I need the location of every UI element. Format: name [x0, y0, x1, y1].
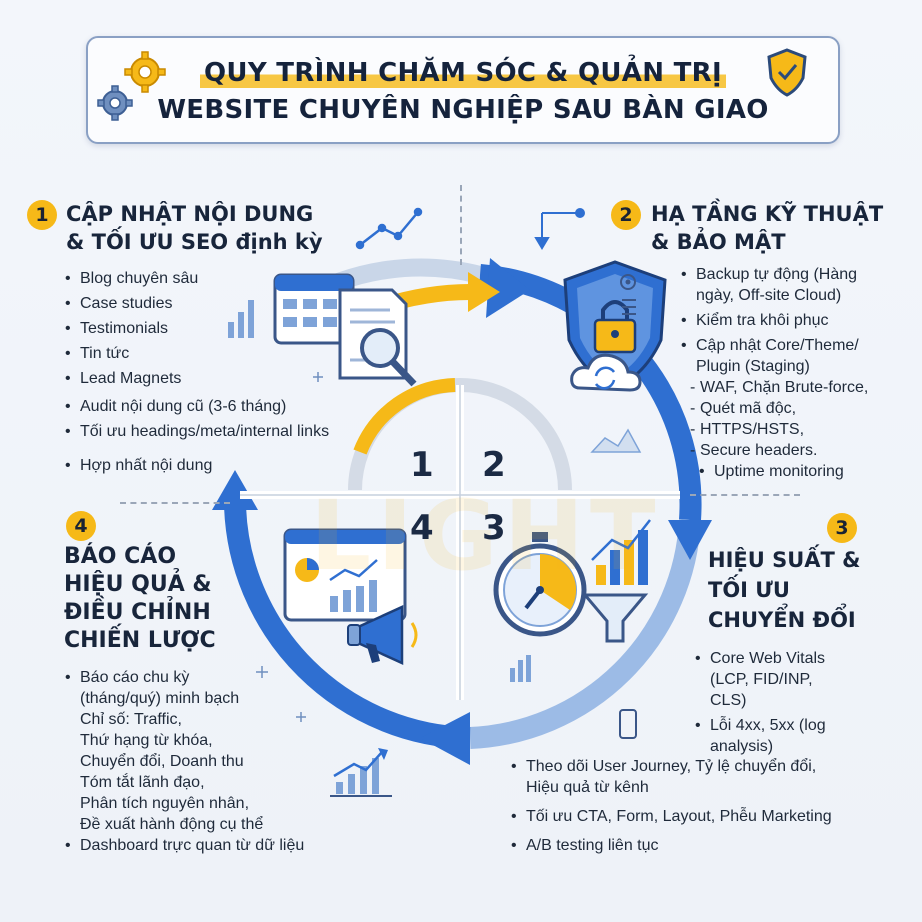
bar-icon [510, 655, 531, 682]
funnel-icon [581, 593, 649, 643]
area-icon [590, 428, 642, 453]
divider [120, 502, 230, 504]
title-line-1: QUY TRÌNH CHĂM SÓC & QUẢN TRỊ [200, 58, 726, 88]
section-1-list: Blog chuyên sâu Case studies Testimonial… [62, 266, 329, 478]
list-item: Plugin (Staging) [696, 358, 810, 375]
list-item: HTTPS/HSTS, [678, 419, 913, 440]
quadrant-number-2: 2 [482, 445, 506, 485]
list-item: Uptime monitoring [696, 461, 913, 482]
connector-icon [534, 208, 585, 250]
list-item: Secure headers. [678, 440, 913, 461]
list-item: Lead Magnets [62, 366, 329, 391]
title-line-2: WEBSITE CHUYÊN NGHIỆP SAU BÀN GIAO [157, 95, 769, 125]
list-item: Backup tự động (Hàng [678, 264, 913, 285]
trend-icon [355, 207, 423, 250]
bar-chart-icon [591, 519, 651, 585]
dashboard-icon [283, 528, 407, 622]
list-item: Phân tích nguyên nhân, [80, 795, 250, 812]
gear-icon [620, 274, 636, 290]
watermark: LIGHT [310, 480, 662, 592]
arrow-head-down [668, 520, 712, 560]
list-item: (tháng/quý) minh bạch [80, 690, 240, 707]
phone-icon [619, 709, 637, 739]
list-item: Kiểm tra khôi phục [678, 310, 913, 331]
list-item: Testimonials [62, 316, 329, 341]
list-item: Hiệu quả từ kênh [526, 779, 649, 796]
quadrant-number-1: 1 [410, 445, 434, 485]
list-item: Dashboard trực quan từ dữ liệu [62, 835, 362, 856]
section-1-heading: CẬP NHẬT NỘI DUNG & TỐI ƯU SEO định kỳ [66, 202, 323, 254]
list-item: Blog chuyên sâu [62, 266, 329, 291]
list-item: Quét mã độc, [678, 398, 913, 419]
list-item: Audit nội dung cũ (3-6 tháng) [62, 394, 329, 419]
list-item: Báo cáo chu kỳ [62, 667, 362, 688]
gear-icon [124, 51, 166, 93]
list-item: ngày, Off-site Cloud) [696, 287, 842, 304]
list-item: Chỉ số: Traffic, [80, 711, 182, 728]
divider [460, 185, 462, 265]
quadrant-number-3: 3 [482, 508, 506, 548]
section-4-list: Báo cáo chu kỳ (tháng/quý) minh bạch Chỉ… [62, 667, 362, 860]
list-item: Cập nhật Core/Theme/ [678, 335, 913, 356]
cloud-sync-icon [570, 353, 642, 392]
list-item: Thứ hạng từ khóa, [80, 732, 213, 749]
list-item: Đề xuất hành động cụ thể [80, 816, 264, 833]
section-3-badge: 3 [827, 513, 857, 543]
stopwatch-icon [493, 532, 587, 637]
arrow-head-right [486, 258, 530, 318]
quadrant-number-4: 4 [410, 508, 434, 548]
megaphone-icon [347, 605, 418, 665]
shield-check-icon [767, 48, 807, 97]
list-item: Tối ưu headings/meta/internal links [62, 419, 329, 444]
section-2-list: Backup tự động (Hàng ngày, Off-site Clou… [678, 264, 913, 486]
list-item: Tóm tắt lãnh đạo, [80, 774, 205, 791]
list-item: A/B testing liên tục [508, 835, 918, 856]
growth-chart-icon [330, 748, 392, 797]
title-box: QUY TRÌNH CHĂM SÓC & QUẢN TRỊ WEBSITE CH… [86, 36, 840, 144]
list-item: Theo dõi User Journey, Tỷ lệ chuyển đổi, [508, 756, 918, 777]
section-1-badge: 1 [27, 200, 57, 230]
section-4-badge: 4 [66, 511, 96, 541]
section-4-heading: BÁO CÁO HIỆU QUẢ & ĐIỀU CHỈNH CHIẾN LƯỢC [64, 544, 216, 653]
arrow-head-up [212, 470, 258, 510]
list-item: CLS) [710, 692, 747, 709]
divider [690, 494, 800, 496]
section-3-list-a: Core Web Vitals (LCP, FID/INP, CLS) Lỗi … [692, 648, 912, 761]
lines-icon [622, 299, 636, 315]
list-item: (LCP, FID/INP, [710, 671, 813, 688]
list-item: Case studies [62, 291, 329, 316]
document-search-icon [338, 288, 417, 387]
section-3-heading: HIỆU SUẤT & TỐI ƯU CHUYỂN ĐỔI [708, 548, 861, 632]
list-item: analysis) [710, 738, 774, 755]
list-item: Tối ưu CTA, Form, Layout, Phễu Marketing [508, 806, 918, 827]
list-item: WAF, Chặn Brute-force, [678, 377, 913, 398]
list-item: Lỗi 4xx, 5xx (log [692, 715, 912, 736]
list-item: Chuyển đổi, Doanh thu [80, 753, 244, 770]
section-3-list-b: Theo dõi User Journey, Tỷ lệ chuyển đổi,… [508, 756, 918, 860]
list-item: Hợp nhất nội dung [62, 453, 329, 478]
list-item: Core Web Vitals [692, 648, 912, 669]
section-2-badge: 2 [611, 200, 641, 230]
arrow-head-left [420, 712, 470, 765]
list-item: Tin tức [62, 341, 329, 366]
gear-icon [97, 85, 133, 121]
section-2-heading: HẠ TẦNG KỸ THUẬT & BẢO MẬT [651, 202, 884, 254]
